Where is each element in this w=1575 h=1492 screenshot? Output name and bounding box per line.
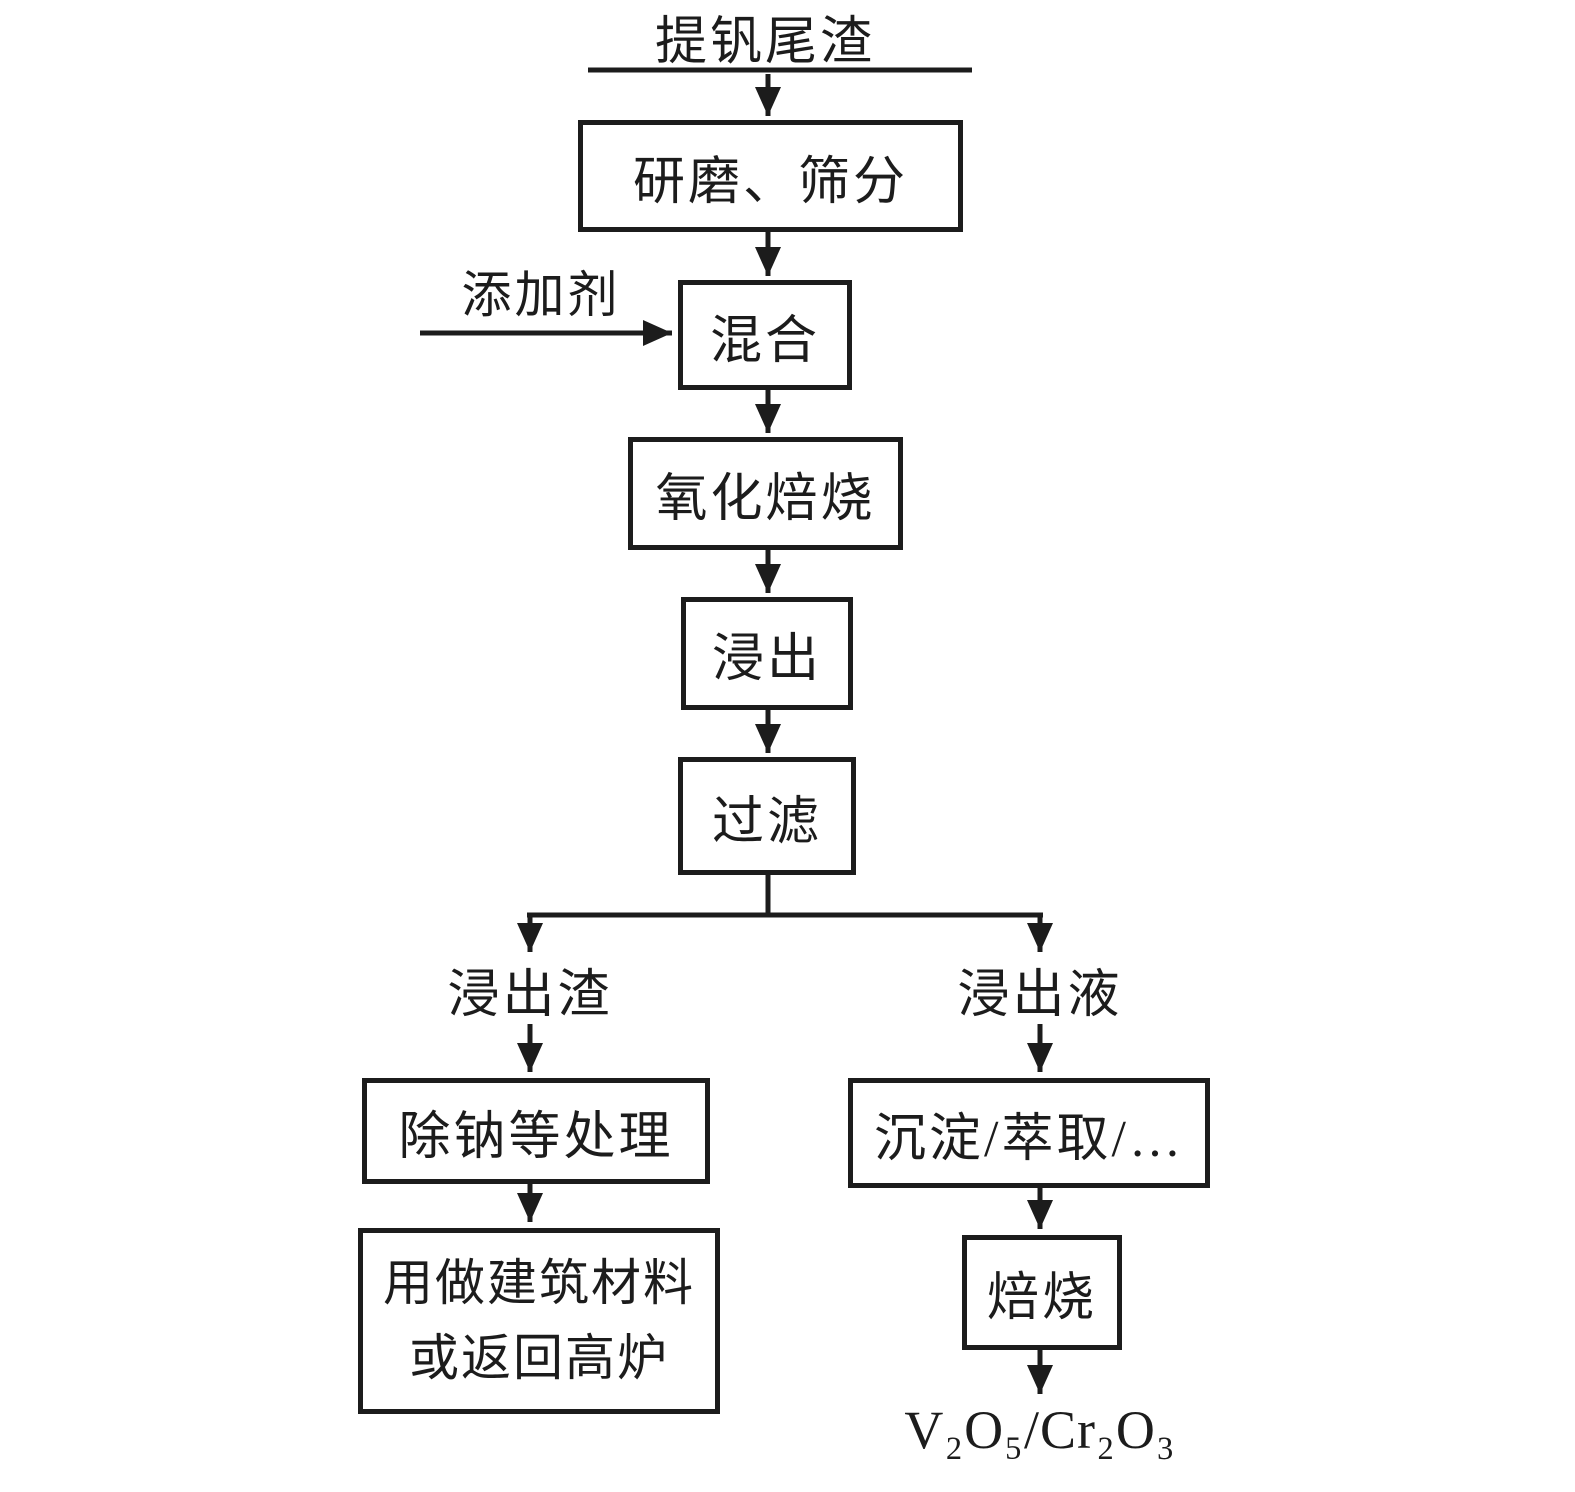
node-leach: 浸出 <box>681 597 853 710</box>
node-building-material: 用做建筑材料 或返回高炉 <box>358 1228 720 1414</box>
label-source-tailings: 提钒尾渣 <box>654 13 875 71</box>
building-material-line1: 用做建筑材料 <box>383 1255 695 1311</box>
node-oxidation-roast: 氧化焙烧 <box>628 437 903 550</box>
building-material-line2: 或返回高炉 <box>409 1330 669 1386</box>
label-leach-liquor: 浸出液 <box>957 966 1123 1024</box>
label-additive: 添加剂 <box>461 267 621 323</box>
node-mix: 混合 <box>678 280 852 390</box>
node-calcination: 焙烧 <box>962 1235 1122 1350</box>
node-sodium-removal: 除钠等处理 <box>362 1078 710 1184</box>
label-leach-residue: 浸出渣 <box>447 966 613 1024</box>
node-filter: 过滤 <box>678 757 856 875</box>
label-product-formula: V₂O₅/Cr₂O₃ <box>904 1400 1176 1460</box>
node-precipitation-extraction: 沉淀/萃取/… <box>848 1078 1210 1188</box>
node-grind-sieve: 研磨、筛分 <box>578 120 963 232</box>
